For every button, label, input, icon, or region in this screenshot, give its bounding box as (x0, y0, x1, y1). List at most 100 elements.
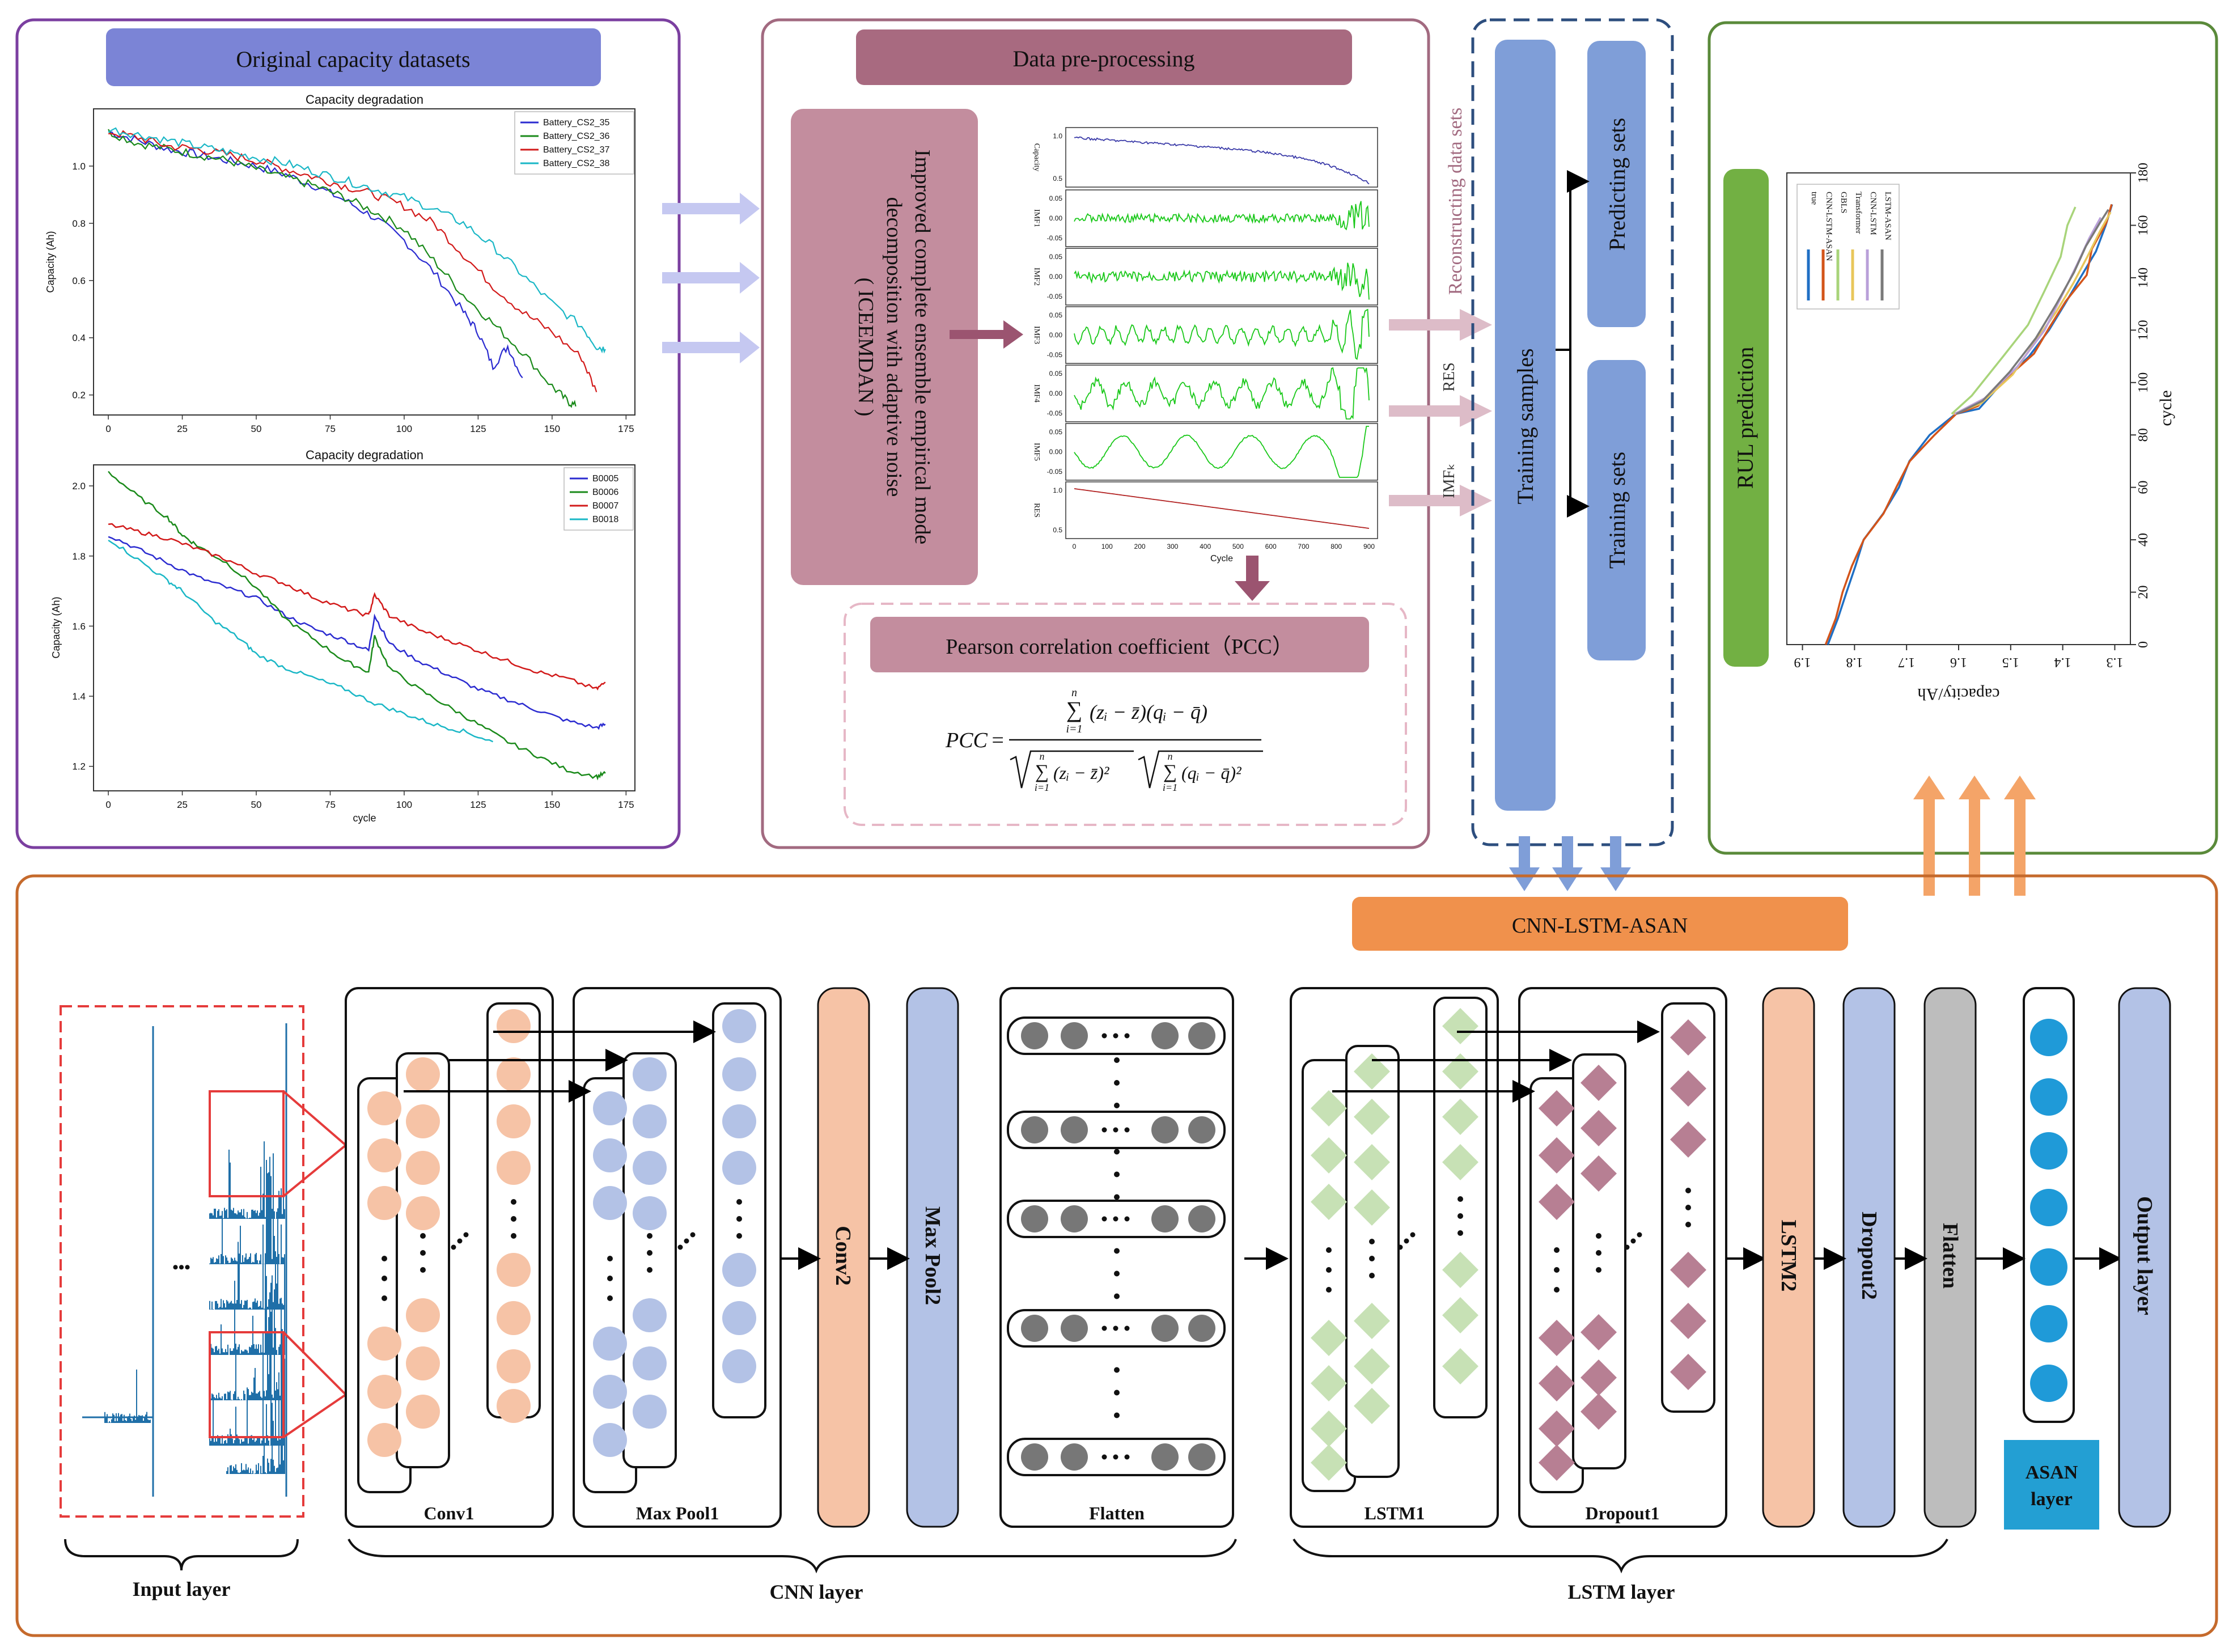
arrow-to-pcc (1235, 556, 1270, 601)
decomp-x-tick: 900 (1363, 543, 1375, 550)
ellipsis-dot (1101, 1216, 1107, 1222)
ellipsis-dot (1326, 1247, 1332, 1253)
conv1-node (406, 1104, 440, 1138)
pcc-den-sum-r: ∑ (1163, 761, 1177, 782)
lstm1-unit (1354, 1053, 1390, 1090)
ellipsis-dot (1457, 1213, 1463, 1219)
pcc-den-sum-bot-r: i=1 (1163, 782, 1177, 793)
pool1-node (722, 1301, 756, 1335)
decomp-x-tick: 500 (1232, 543, 1244, 550)
conv1-node (497, 1349, 531, 1383)
arrows-model-to-rul (1913, 776, 2036, 896)
conv-pool-arrows (404, 1020, 716, 1103)
dropout1-unit (1670, 1121, 1706, 1158)
reconstruct-title: Reconstructing data sets (1445, 108, 1466, 295)
original-title-box (106, 28, 601, 86)
conv1-node (367, 1327, 401, 1361)
iceemdan-box (791, 109, 978, 585)
asan-column (2023, 987, 2075, 1423)
decomp-x-tick: 400 (1200, 543, 1211, 550)
flatten-node (1188, 1315, 1215, 1342)
asan-node (2030, 1132, 2067, 1170)
decomp-tick: 0.5 (1053, 175, 1062, 183)
dropout1-unit (1581, 1314, 1617, 1350)
ellipsis-dot (1101, 1454, 1107, 1460)
pcc-den-right: (qᵢ − q̄)² (1181, 763, 1242, 783)
decomposition-plots: Capacity1.00.5IMF10.050.00-0.05IMF20.050… (1032, 127, 1378, 550)
decomp-tick: 0.05 (1049, 311, 1063, 319)
decomp-frame (1065, 127, 1378, 188)
x-tick-label: 1.6 (1950, 655, 1967, 670)
model-title: CNN-LSTM-ASAN (1512, 914, 1688, 938)
decomp-signal (1074, 367, 1370, 420)
ellipsis-dot (1326, 1267, 1332, 1273)
ellipsis-dot (1101, 1127, 1107, 1133)
decomp-x-tick: 700 (1298, 543, 1309, 550)
conv1-node (367, 1091, 401, 1125)
decomp-tick: 1.0 (1053, 132, 1062, 140)
ellipsis-dot (690, 1232, 696, 1238)
ellipsis-dot (1685, 1188, 1691, 1193)
ellipsis-dot (1685, 1205, 1691, 1210)
chart1-ylabel: Capacity (Ah) (45, 231, 56, 293)
conv1-node (497, 1253, 531, 1287)
pcc-numerator: (zᵢ − z̄)(qᵢ − q̄) (1090, 701, 1207, 723)
pcc-title-box (870, 617, 1369, 672)
ellipsis-dot (736, 1233, 742, 1239)
lstm1-unit (1354, 1348, 1390, 1384)
pcc-title: Pearson correlation coefficient（PCC） (946, 635, 1293, 659)
lstm1-unit (1311, 1090, 1347, 1126)
decomp-signal (1074, 201, 1370, 231)
ellipsis-dot (1326, 1287, 1332, 1293)
ellipsis-dot (1124, 1216, 1130, 1222)
decomp-tick: 0.05 (1049, 428, 1063, 436)
decomp-signal (1074, 262, 1370, 300)
preprocessing-title-box (856, 29, 1352, 85)
ellipsis-dot (1457, 1196, 1463, 1202)
pool1-node (633, 1395, 667, 1429)
y-tick-label: 1.2 (72, 761, 86, 772)
ellipsis-dot (1124, 1127, 1130, 1133)
ellipsis-dot (1114, 1194, 1120, 1200)
y-tick-label: 20 (2136, 586, 2151, 599)
pool1-node (722, 1009, 756, 1043)
ellipsis-dot (1554, 1247, 1560, 1253)
flatten1-rows (1007, 1016, 1226, 1476)
original-title: Original capacity datasets (236, 46, 470, 72)
legend-label: CNN-LSTM (1868, 192, 1878, 235)
lstm1-unit (1442, 1099, 1478, 1135)
x-tick-label: 125 (470, 799, 486, 810)
ellipsis-dot (1637, 1232, 1642, 1238)
flatten2-label: Flatten (1938, 1223, 1962, 1289)
y-tick-label: 140 (2136, 268, 2151, 288)
pcc-den-sum-l: ∑ (1035, 761, 1049, 782)
flatten-node (1021, 1315, 1048, 1342)
decomp-label: IMF2 (1032, 268, 1041, 286)
pool1-node (593, 1327, 627, 1361)
y-tick-label: 80 (2136, 428, 2151, 442)
input-link-2 (282, 1144, 347, 1197)
ellipsis-dot (1554, 1287, 1560, 1293)
ellipsis-dot (1114, 1057, 1120, 1063)
ellipsis-dot (1124, 1033, 1130, 1039)
ellipsis-dot (1596, 1250, 1601, 1256)
x-tick-label: 175 (618, 423, 634, 434)
input-window-bottom (209, 1331, 285, 1438)
maxpool2-label: Max Pool2 (921, 1206, 944, 1305)
flatten-node (1151, 1205, 1179, 1232)
ellipsis-dot (1101, 1325, 1107, 1331)
asan-node (2030, 1189, 2067, 1226)
lstm-dropout-arrows (1332, 1020, 1660, 1103)
x-tick-label: 1.5 (2002, 655, 2019, 670)
pcc-den-sum-top-r: n (1168, 751, 1173, 762)
legend-label: Battery_CS2_37 (543, 145, 610, 155)
pool1-node (722, 1349, 756, 1383)
legend-label: CNN-LSTM-ASAN (1824, 192, 1833, 261)
dropout1-unit (1539, 1137, 1575, 1174)
model-panel (15, 874, 2218, 1637)
flatten-node (1151, 1116, 1179, 1143)
dropout1-unit (1539, 1320, 1575, 1356)
